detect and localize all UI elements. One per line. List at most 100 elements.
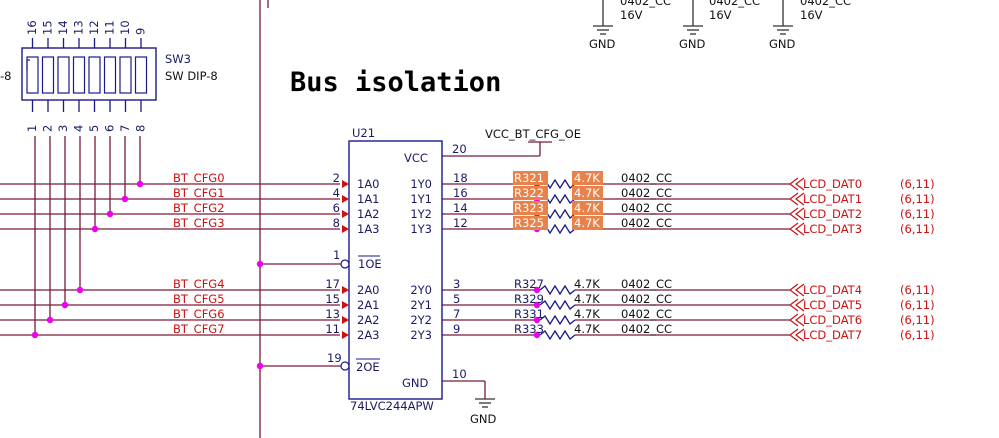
dip-top-pin-number: 13 bbox=[72, 20, 86, 35]
dip-top-pin-number: 15 bbox=[41, 20, 55, 35]
input-pin-number: 17 bbox=[325, 277, 340, 291]
dip-switch-slider bbox=[119, 56, 132, 94]
resistor-value: 4.7K bbox=[574, 171, 600, 185]
chip-gnd-pin: 10 bbox=[452, 367, 467, 381]
switch-name: SW DIP-8 bbox=[165, 69, 218, 83]
resistor-ref-highlight bbox=[513, 201, 548, 215]
junction-dot bbox=[46, 316, 54, 324]
junction-dot bbox=[76, 286, 84, 294]
output-pin-label: 2Y3 bbox=[410, 328, 432, 342]
offpage-chevron bbox=[789, 192, 799, 206]
dip-switch-slider bbox=[41, 56, 55, 94]
junction-dot bbox=[136, 180, 144, 188]
resistor-ref: R322 bbox=[514, 186, 544, 200]
input-pin-label: 2A0 bbox=[357, 283, 380, 297]
resistor-package: 0402_CC bbox=[621, 216, 672, 230]
resistor-package: 0402_CC bbox=[621, 322, 672, 336]
input-arrow bbox=[342, 301, 349, 309]
page-reference: (6,11) bbox=[900, 222, 935, 236]
input-pin-number: 11 bbox=[325, 322, 340, 336]
output-pin-label: 2Y2 bbox=[410, 313, 432, 327]
dip-bottom-pin-number: 8 bbox=[134, 125, 148, 132]
input-pin-label: 2A1 bbox=[357, 298, 380, 312]
input-arrow bbox=[342, 210, 349, 218]
lcd-net-label: LCD_DAT5 bbox=[803, 298, 862, 312]
output-pin-number: 18 bbox=[453, 171, 468, 185]
dip-switch-body bbox=[21, 47, 157, 101]
resistor-ref: R321 bbox=[514, 171, 544, 185]
resistor-ref: R329 bbox=[514, 292, 544, 306]
page-reference: (6,11) bbox=[900, 313, 935, 327]
resistor-value: 4.7K bbox=[574, 201, 600, 215]
dip-bottom-pin-number: 1 bbox=[25, 125, 39, 132]
input-arrow bbox=[342, 316, 349, 324]
resistor-ref: R325 bbox=[514, 216, 544, 230]
input-net-label: BT_CFG3 bbox=[173, 216, 225, 230]
lcd-net-label: LCD_DAT4 bbox=[803, 283, 862, 297]
resistor-value-highlight bbox=[572, 216, 603, 230]
input-pin-number: 13 bbox=[325, 307, 340, 321]
switch-partial-label: -8 bbox=[0, 69, 11, 83]
input-arrow bbox=[342, 286, 349, 294]
cap2-voltage: 16V bbox=[709, 8, 732, 22]
input-net-label: BT_CFG5 bbox=[173, 292, 225, 306]
dip-bottom-pin-number: 7 bbox=[118, 125, 132, 132]
input-pin-number: 2 bbox=[333, 171, 340, 185]
input-pin-number: 15 bbox=[325, 292, 340, 306]
cap3-gnd: GND bbox=[769, 37, 796, 51]
input-net-label: BT_CFG1 bbox=[173, 186, 225, 200]
dip-bottom-pin-number: 4 bbox=[72, 125, 86, 132]
input-net-label: BT_CFG0 bbox=[173, 171, 225, 185]
input-net-label: BT_CFG6 bbox=[173, 307, 225, 321]
input-pin-label: 1A1 bbox=[357, 192, 380, 206]
offpage-chevron bbox=[789, 177, 799, 191]
input-net-label: BT_CFG4 bbox=[173, 277, 225, 291]
chip-gnd-label: GND bbox=[402, 376, 429, 390]
resistor-value: 4.7K bbox=[574, 277, 600, 291]
chip-vcc-label: VCC bbox=[404, 151, 428, 165]
resistor-value: 4.7K bbox=[574, 216, 600, 230]
chip-u21-body bbox=[348, 140, 443, 400]
resistor-package: 0402_CC bbox=[621, 201, 672, 215]
junction-dot bbox=[121, 195, 129, 203]
switch-ref: SW3 bbox=[165, 52, 191, 66]
lcd-net-label: LCD_DAT6 bbox=[803, 313, 862, 327]
resistor-package: 0402_CC bbox=[621, 292, 672, 306]
output-pin-label: 1Y0 bbox=[410, 177, 432, 191]
resistor-value: 4.7K bbox=[574, 292, 600, 306]
oe-inversion-bubble bbox=[340, 361, 350, 371]
page-reference: (6,11) bbox=[900, 283, 935, 297]
resistor-package: 0402_CC bbox=[621, 277, 672, 291]
resistor-value-highlight bbox=[572, 201, 603, 215]
dip-bottom-pin-number: 6 bbox=[103, 125, 117, 132]
output-pin-label: 2Y1 bbox=[410, 298, 432, 312]
chip-oe1-pin: 1 bbox=[333, 248, 340, 262]
cap2-value: 0402_CC bbox=[709, 0, 760, 8]
input-pin-label: 2A3 bbox=[357, 328, 380, 342]
input-pin-number: 8 bbox=[333, 216, 340, 230]
input-arrow bbox=[342, 180, 349, 188]
resistor-value: 4.7K bbox=[574, 322, 600, 336]
dip-top-pin-number: 11 bbox=[103, 20, 117, 35]
output-pin-number: 14 bbox=[453, 201, 468, 215]
cap1-value: 0402_CC bbox=[620, 0, 671, 8]
resistor-ref-highlight bbox=[513, 216, 548, 230]
junction-dot bbox=[31, 331, 39, 339]
junction-dot bbox=[106, 210, 114, 218]
cap3-voltage: 16V bbox=[800, 8, 823, 22]
offpage-chevron bbox=[795, 283, 805, 297]
lcd-net-label: LCD_DAT7 bbox=[803, 328, 862, 342]
resistor-ref-highlight bbox=[513, 171, 548, 185]
offpage-chevron bbox=[795, 298, 805, 312]
offpage-chevron bbox=[789, 222, 799, 236]
resistor-ref: R327 bbox=[514, 277, 544, 291]
page-reference: (6,11) bbox=[900, 298, 935, 312]
input-pin-label: 2A2 bbox=[357, 313, 380, 327]
chip-ref: U21 bbox=[352, 126, 375, 140]
chip-oe2-pin: 19 bbox=[327, 351, 342, 365]
output-pin-number: 9 bbox=[453, 322, 460, 336]
lcd-net-label: LCD_DAT3 bbox=[803, 222, 862, 236]
input-pin-label: 1A2 bbox=[357, 207, 380, 221]
resistor-zigzag bbox=[539, 329, 576, 341]
